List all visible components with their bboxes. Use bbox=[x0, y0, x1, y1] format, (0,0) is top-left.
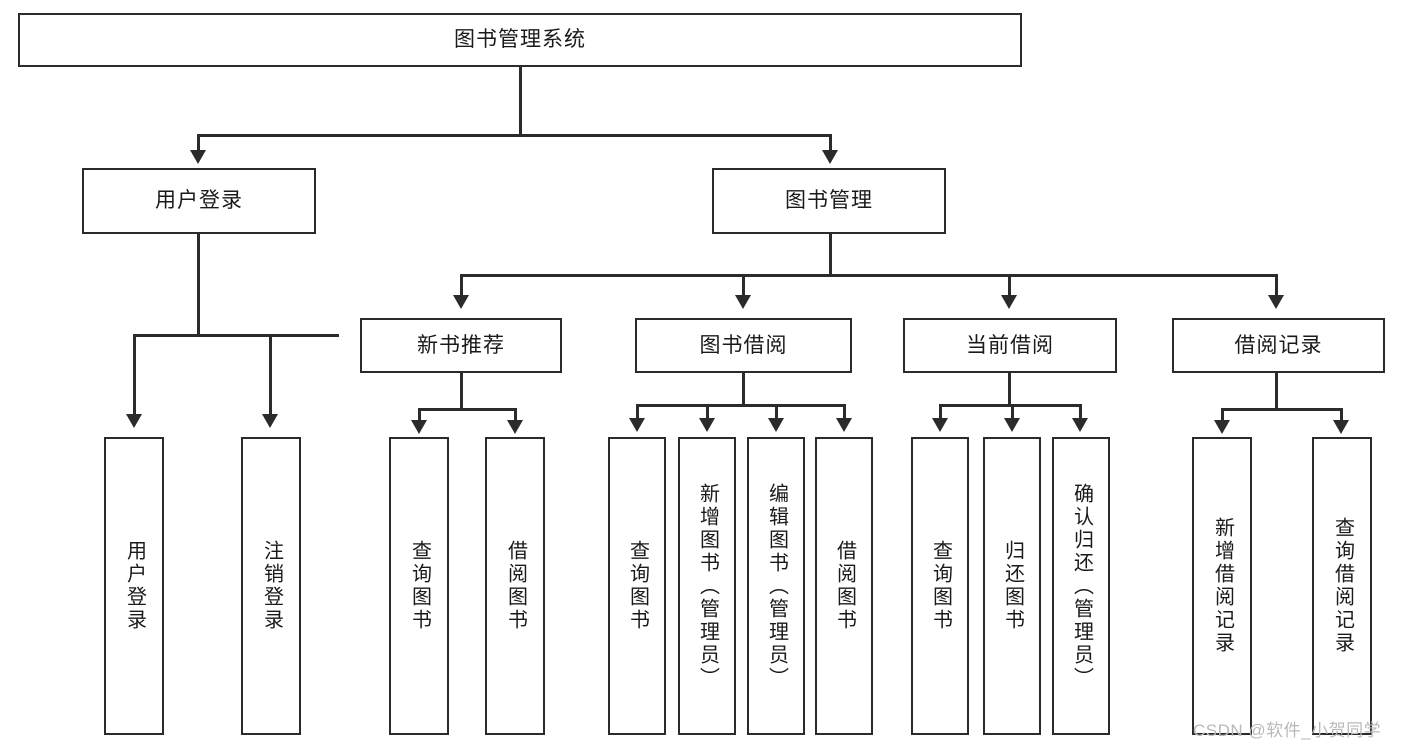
edge-book-management-to-new-book-recommend bbox=[460, 274, 463, 298]
arrow-to-book-borrow bbox=[735, 295, 751, 309]
node-leaf-query-book-3[interactable]: 查询图书 bbox=[911, 437, 969, 735]
edge-new-book-recommend-to-leaf-2 bbox=[514, 408, 517, 422]
edge-new-book-recommend-to-leaf-1 bbox=[418, 408, 421, 422]
edge-user-login-bus bbox=[133, 334, 339, 337]
node-new-book-recommend[interactable]: 新书推荐 bbox=[360, 318, 562, 373]
edge-book-borrow-stem bbox=[742, 373, 745, 406]
node-leaf-return-book[interactable]: 归还图书 bbox=[983, 437, 1041, 735]
edge-current-borrow-to-leaf-2 bbox=[1011, 404, 1014, 420]
node-leaf-borrow-book-1[interactable]: 借阅图书 bbox=[485, 437, 545, 735]
edge-book-borrow-to-leaf-2 bbox=[706, 404, 709, 420]
edge-book-borrow-to-leaf-4 bbox=[843, 404, 846, 420]
edge-root-to-user-login bbox=[197, 134, 200, 154]
node-label: 确认归还（管理员） bbox=[1070, 482, 1093, 690]
edge-book-borrow-to-leaf-1 bbox=[636, 404, 639, 420]
node-label: 图书管理系统 bbox=[454, 28, 586, 52]
arrow-to-leaf-edit-book bbox=[768, 418, 784, 432]
edge-book-management-to-borrow-record bbox=[1275, 274, 1278, 298]
arrow-to-leaf-query-book-3 bbox=[932, 418, 948, 432]
node-leaf-query-book-2[interactable]: 查询图书 bbox=[608, 437, 666, 735]
node-leaf-query-record[interactable]: 查询借阅记录 bbox=[1312, 437, 1372, 735]
edge-borrow-record-bus bbox=[1221, 408, 1343, 411]
node-label: 查询图书 bbox=[929, 540, 952, 632]
node-label: 归还图书 bbox=[1001, 540, 1024, 632]
edge-root-bus bbox=[197, 134, 832, 137]
node-borrow-record[interactable]: 借阅记录 bbox=[1172, 318, 1385, 373]
node-label: 图书借阅 bbox=[699, 333, 788, 357]
edge-borrow-record-stem bbox=[1275, 373, 1278, 410]
node-leaf-user-logout[interactable]: 注销登录 bbox=[241, 437, 301, 735]
arrow-to-new-book-recommend bbox=[453, 295, 469, 309]
watermark-text: CSDN @软件_小贺同学 bbox=[1193, 721, 1382, 740]
node-label: 注销登录 bbox=[260, 540, 283, 632]
node-current-borrow[interactable]: 当前借阅 bbox=[903, 318, 1117, 373]
edge-current-borrow-stem bbox=[1008, 373, 1011, 406]
edge-current-borrow-to-leaf-3 bbox=[1079, 404, 1082, 420]
node-label: 借阅记录 bbox=[1234, 333, 1323, 357]
arrow-root-to-user-login bbox=[190, 150, 206, 164]
node-book-borrow[interactable]: 图书借阅 bbox=[635, 318, 852, 373]
edge-current-borrow-bus bbox=[939, 404, 1082, 407]
node-root[interactable]: 图书管理系统 bbox=[18, 13, 1022, 67]
node-leaf-edit-book[interactable]: 编辑图书（管理员） bbox=[747, 437, 805, 735]
arrow-to-leaf-add-record bbox=[1214, 420, 1230, 434]
arrow-to-leaf-query-book-2 bbox=[629, 418, 645, 432]
arrow-user-login-to-leaf-2 bbox=[262, 414, 278, 428]
node-leaf-borrow-book-2[interactable]: 借阅图书 bbox=[815, 437, 873, 735]
node-label: 用户登录 bbox=[123, 540, 146, 632]
edge-new-book-recommend-stem bbox=[460, 373, 463, 410]
node-leaf-user-login[interactable]: 用户登录 bbox=[104, 437, 164, 735]
arrow-to-leaf-borrow-book-2 bbox=[836, 418, 852, 432]
edge-root-stem bbox=[519, 67, 522, 136]
arrow-to-leaf-query-record bbox=[1333, 420, 1349, 434]
node-label: 借阅图书 bbox=[833, 540, 856, 632]
edge-book-management-stem bbox=[829, 234, 832, 276]
edge-borrow-record-to-leaf-2 bbox=[1340, 408, 1343, 422]
edge-book-management-to-book-borrow bbox=[742, 274, 745, 298]
edge-book-borrow-bus bbox=[636, 404, 846, 407]
node-book-management[interactable]: 图书管理 bbox=[712, 168, 946, 234]
edge-book-borrow-to-leaf-3 bbox=[775, 404, 778, 420]
node-label: 新书推荐 bbox=[417, 333, 505, 357]
node-leaf-confirm-return[interactable]: 确认归还（管理员） bbox=[1052, 437, 1110, 735]
arrow-user-login-to-leaf-1 bbox=[126, 414, 142, 428]
node-leaf-add-book[interactable]: 新增图书（管理员） bbox=[678, 437, 736, 735]
node-label: 借阅图书 bbox=[504, 540, 527, 632]
node-label: 查询图书 bbox=[408, 540, 431, 632]
node-label: 新增图书（管理员） bbox=[696, 482, 719, 690]
node-leaf-add-record[interactable]: 新增借阅记录 bbox=[1192, 437, 1252, 735]
edge-borrow-record-to-leaf-1 bbox=[1221, 408, 1224, 422]
edge-book-management-bus bbox=[460, 274, 1278, 277]
arrow-to-leaf-query-book-1 bbox=[411, 420, 427, 434]
node-leaf-query-book-1[interactable]: 查询图书 bbox=[389, 437, 449, 735]
edge-user-login-stem bbox=[197, 234, 200, 336]
arrow-to-current-borrow bbox=[1001, 295, 1017, 309]
edge-user-login-to-leaf-1 bbox=[133, 334, 136, 418]
arrow-to-leaf-add-book bbox=[699, 418, 715, 432]
node-label: 用户登录 bbox=[155, 189, 243, 213]
node-label: 编辑图书（管理员） bbox=[765, 482, 788, 690]
arrow-to-borrow-record bbox=[1268, 295, 1284, 309]
node-label: 图书管理 bbox=[785, 189, 873, 213]
node-label: 新增借阅记录 bbox=[1211, 517, 1234, 655]
edge-current-borrow-to-leaf-1 bbox=[939, 404, 942, 420]
edge-book-management-to-current-borrow bbox=[1008, 274, 1011, 298]
arrow-to-leaf-confirm-return bbox=[1072, 418, 1088, 432]
edge-root-to-book-management bbox=[829, 134, 832, 154]
arrow-root-to-book-management bbox=[822, 150, 838, 164]
node-label: 查询图书 bbox=[626, 540, 649, 632]
arrow-to-leaf-return-book bbox=[1004, 418, 1020, 432]
edge-user-login-to-leaf-2 bbox=[269, 334, 272, 418]
edge-new-book-recommend-bus bbox=[418, 408, 517, 411]
node-user-login[interactable]: 用户登录 bbox=[82, 168, 316, 234]
arrow-to-leaf-borrow-book-1 bbox=[507, 420, 523, 434]
node-label: 查询借阅记录 bbox=[1331, 517, 1354, 655]
node-label: 当前借阅 bbox=[966, 333, 1054, 357]
